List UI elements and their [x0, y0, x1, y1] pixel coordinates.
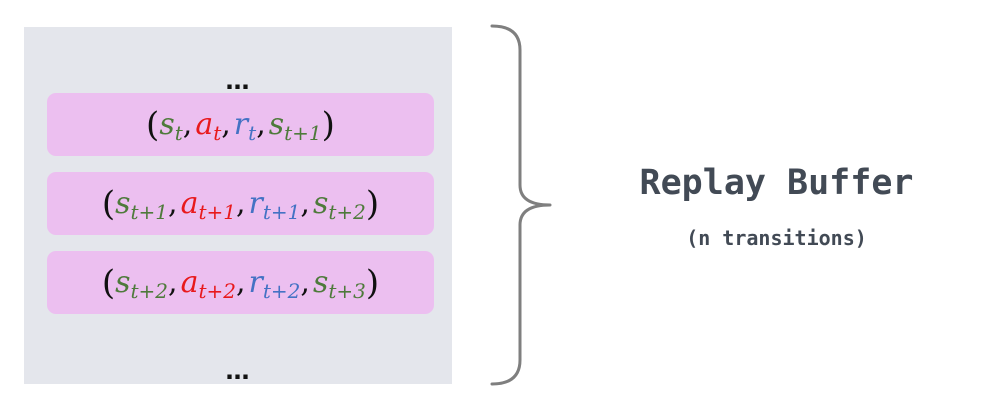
- state-symbol: st: [159, 106, 183, 145]
- action-symbol: at+1: [180, 185, 236, 224]
- reward-symbol: rt+2: [248, 264, 301, 303]
- close-paren: ): [365, 183, 380, 224]
- open-paren: (: [101, 262, 116, 303]
- next-state-symbol: st+1: [268, 106, 322, 145]
- state-symbol: st+2: [115, 264, 169, 303]
- next-state-symbol: st+3: [312, 264, 366, 303]
- ellipsis-bottom: …: [225, 357, 251, 385]
- open-paren: (: [146, 104, 160, 145]
- close-paren: ): [321, 104, 335, 145]
- open-paren: (: [101, 183, 116, 224]
- ellipsis-top: …: [225, 67, 251, 95]
- close-paren: ): [365, 262, 380, 303]
- action-symbol: at: [195, 106, 222, 145]
- reward-symbol: rt: [233, 106, 257, 145]
- replay-buffer-title: Replay Buffer: [639, 163, 914, 203]
- state-symbol: st+1: [115, 185, 169, 224]
- transition-row-2: ( st+1, at+1, rt+1, st+2 ): [47, 172, 434, 235]
- replay-buffer-subtitle: (n transitions): [686, 226, 867, 250]
- transition-row-1: ( st, at, rt, st+1 ): [47, 93, 434, 156]
- reward-symbol: rt+1: [248, 185, 301, 224]
- action-symbol: at+2: [180, 264, 236, 303]
- transition-row-3: ( st+2, at+2, rt+2, st+3 ): [47, 251, 434, 314]
- next-state-symbol: st+2: [312, 185, 366, 224]
- curly-brace-icon: [490, 24, 552, 386]
